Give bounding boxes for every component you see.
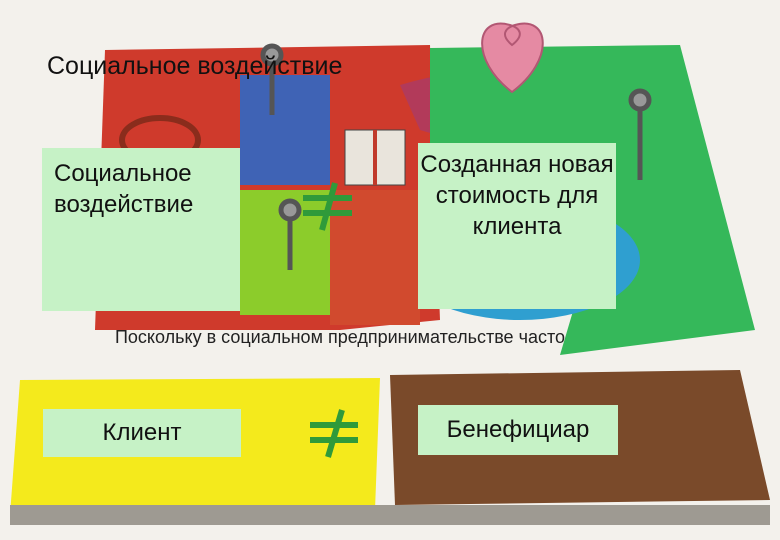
value-box: Созданная новая стоимость для клиента bbox=[418, 143, 616, 309]
slide-title: Социальное воздействие bbox=[47, 52, 343, 80]
person-icon bbox=[260, 43, 652, 270]
value-text: Созданная новая стоимость для клиента bbox=[420, 151, 614, 240]
beneficiary-text: Бенефициар bbox=[446, 416, 590, 443]
beneficiary-box: Бенефициар bbox=[418, 405, 618, 455]
heart-icon bbox=[481, 22, 544, 94]
impact-text: Социальное воздействие bbox=[54, 160, 194, 218]
note-text: Поскольку в социальном предпринимательст… bbox=[114, 327, 566, 347]
client-box: Клиент bbox=[43, 409, 241, 457]
blue-block bbox=[240, 75, 330, 185]
not-equal-icon bbox=[310, 409, 358, 458]
base-edge bbox=[10, 505, 770, 525]
impact-box: Социальное воздействие bbox=[42, 148, 240, 311]
client-text: Клиент bbox=[102, 419, 182, 446]
not-equal-icon bbox=[303, 182, 352, 231]
